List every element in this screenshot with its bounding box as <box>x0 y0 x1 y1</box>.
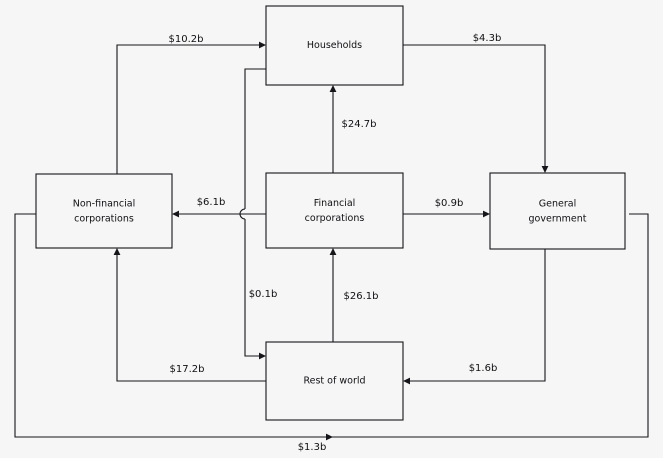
node-label-line2: government <box>529 214 587 225</box>
flow-arrowhead <box>329 85 337 92</box>
flow-arrowhead <box>329 248 337 255</box>
flow-amount-label: $17.2b <box>170 364 205 375</box>
flow-arrowhead <box>541 166 549 173</box>
flow-amount-label: $6.1b <box>197 197 226 208</box>
flow-path-segment <box>239 208 246 220</box>
flow-arrowhead <box>259 352 266 360</box>
node-boxes-layer: HouseholdsNon-financialcorporationsFinan… <box>35 5 626 421</box>
flow-labels-layer: $10.2b $4.3b $24.7b $6.1b $0.9b $0.1b $26.1b $1… <box>169 33 502 453</box>
flow-amount-label: $10.2b <box>169 34 204 45</box>
node-rest-of-world[interactable]: Rest of world <box>265 341 404 421</box>
flow-arrowhead <box>326 433 333 441</box>
flow-amount-label: $1.3b <box>298 442 327 453</box>
node-box[interactable] <box>265 341 404 421</box>
flow-amount-label: $1.6b <box>469 363 498 374</box>
flow-path <box>403 44 546 169</box>
node-label-line1: General <box>539 199 576 210</box>
flow-financial-to-government <box>403 210 490 218</box>
flow-arrowhead <box>403 377 410 385</box>
flow-government-to-rest-of-world <box>403 249 546 385</box>
node-box[interactable] <box>265 172 404 249</box>
flow-path-segment <box>244 68 266 209</box>
flow-arrowhead <box>172 210 179 218</box>
flow-path <box>116 252 266 382</box>
node-box[interactable] <box>265 5 404 86</box>
flow-financial-to-nfc <box>172 210 266 218</box>
flow-path-segment <box>244 219 262 357</box>
node-general-government[interactable]: General government <box>489 172 626 250</box>
flow-amount-label: $0.1b <box>249 289 278 300</box>
node-financial-corporations[interactable]: Financial corporations <box>265 172 404 249</box>
flow-arrowhead <box>483 210 490 218</box>
node-households[interactable]: Households <box>265 5 404 86</box>
flow-rest-of-world-to-nfc <box>113 248 266 382</box>
node-label-line1: Non-financial <box>73 199 136 210</box>
node-label-line1: Households <box>307 40 362 51</box>
flow-amount-label: $26.1b <box>344 291 379 302</box>
flow-nfc-to-government-outer <box>14 213 649 441</box>
node-label-line2: corporations <box>305 213 365 224</box>
flow-nfc-to-households <box>116 41 266 174</box>
flow-households-to-rest-of-world <box>239 68 266 360</box>
flow-amount-label: $24.7b <box>342 119 377 130</box>
node-box[interactable] <box>35 173 173 249</box>
node-label-line1: Financial <box>314 198 356 209</box>
node-box[interactable] <box>489 172 626 250</box>
flow-arrowhead <box>259 41 266 49</box>
flow-financial-to-households <box>329 85 337 173</box>
flow-amount-label: $4.3b <box>473 33 502 44</box>
flow-lines-layer <box>14 41 649 441</box>
flow-path <box>116 44 262 174</box>
node-label-line2: corporations <box>74 214 134 225</box>
node-label-line1: Rest of world <box>303 376 365 387</box>
flow-path <box>407 249 546 382</box>
flow-households-to-government <box>403 44 549 173</box>
node-non-financial-corporations[interactable]: Non-financial corporations <box>35 173 173 249</box>
flow-amount-label: $0.9b <box>435 198 464 209</box>
flow-arrowhead <box>113 248 121 255</box>
flow-rest-of-world-to-financial <box>329 248 337 342</box>
